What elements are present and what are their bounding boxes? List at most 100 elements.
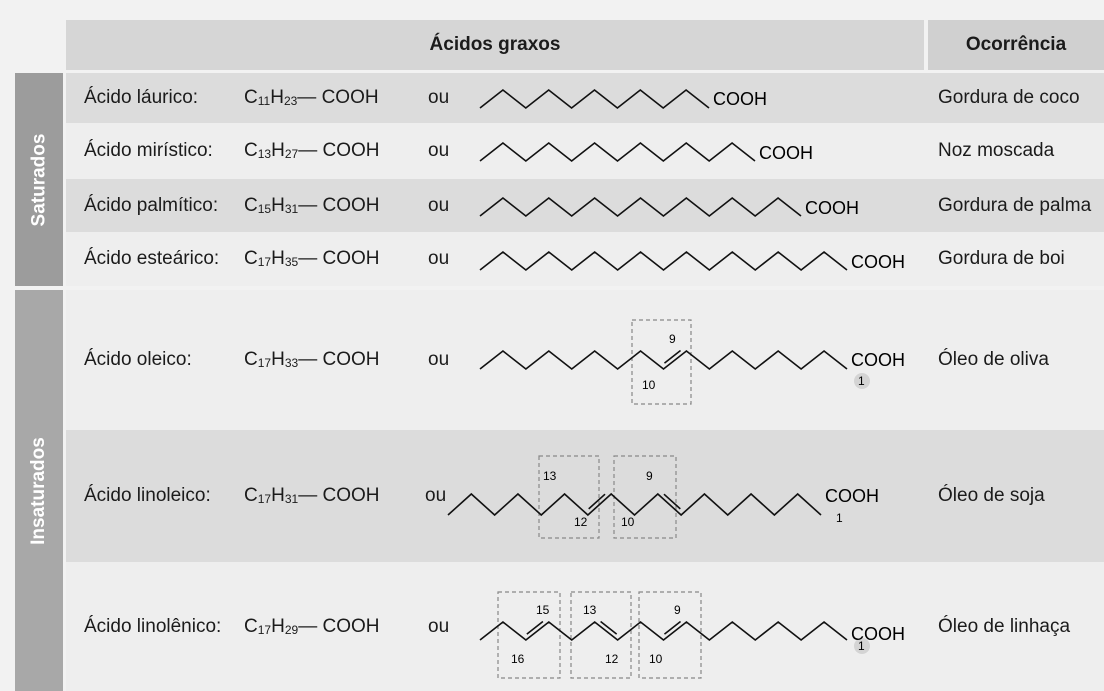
connector-or: ou — [428, 194, 450, 216]
skeletal-structure: COOH — [479, 141, 813, 163]
group-unsaturated: Insaturados — [15, 290, 63, 691]
formula-tail: — COOH — [298, 485, 380, 506]
formula-tail: — COOH — [298, 248, 380, 269]
formula-tail: — COOH — [298, 194, 380, 216]
carbon-number-10: 10 — [642, 378, 656, 392]
carbon-chain — [479, 196, 802, 218]
double-bond-line — [663, 349, 682, 364]
group-saturated: Saturados — [15, 73, 63, 286]
formula-h-count: 23 — [283, 94, 298, 108]
double-bond-lines — [663, 349, 682, 364]
carbon-number-10: 10 — [621, 515, 635, 529]
carbon-chain — [447, 492, 822, 517]
formula-c-count: 17 — [257, 356, 272, 370]
header-occurrence: Ocorrência — [928, 20, 1104, 70]
double-bond-line — [588, 493, 606, 510]
acid-name: Ácido linoleico: — [84, 485, 211, 506]
carbon-number-15: 15 — [536, 603, 550, 617]
connector-or: ou — [428, 140, 450, 161]
double-bond-line — [663, 620, 682, 635]
carbon-number-1: 1 — [858, 639, 865, 653]
acid-name: Ácido linolênico: — [84, 615, 222, 637]
skeletal-structure: 13 12 9 10 1 COOH — [447, 455, 879, 539]
formula-tail: — COOH — [298, 615, 380, 637]
formula-c-count: 17 — [257, 492, 272, 506]
carbon-chain — [479, 250, 848, 272]
carbon-chain — [479, 349, 848, 371]
formula-h-count: 31 — [284, 492, 299, 506]
carbon-number-1: 1 — [858, 374, 865, 388]
formula-tail: — COOH — [298, 140, 380, 161]
double-bond-box — [497, 591, 561, 679]
cooh-label: COOH — [825, 486, 879, 506]
carbon-number-12: 12 — [605, 652, 619, 666]
skeletal-structure: 9 10 1 COOH — [479, 319, 905, 405]
connector-or: ou — [428, 349, 450, 370]
skeletal-structure: 15 16 13 12 9 10 1 COOH — [479, 591, 905, 679]
formula-h-count: 27 — [284, 147, 299, 161]
skeletal-structure: COOH — [479, 88, 767, 110]
occurrence: Óleo de soja — [938, 485, 1045, 506]
header-fatty-acids-label: Ácidos graxos — [429, 34, 561, 55]
skeletal-structure: COOH — [479, 250, 905, 272]
double-bond-line — [663, 493, 681, 510]
double-bond-box — [631, 319, 692, 405]
double-bond-box — [570, 591, 632, 679]
formula-c-count: 11 — [257, 94, 271, 108]
connector-or: ou — [425, 485, 447, 506]
cooh-label: COOH — [805, 198, 859, 218]
occurrence: Gordura de boi — [938, 248, 1065, 269]
carbon-chain — [479, 620, 848, 642]
header-fatty-acids: Ácidos graxos — [66, 20, 924, 70]
carbon-number-1: 1 — [836, 511, 843, 525]
formula-c-count: 13 — [257, 147, 272, 161]
formula-tail: — COOH — [298, 349, 380, 370]
carbon-number-12: 12 — [574, 515, 588, 529]
carbon-chain — [479, 88, 710, 110]
carbon-number-9: 9 — [669, 332, 676, 346]
double-bond-lines — [588, 493, 681, 510]
occurrence: Óleo de linhaça — [938, 615, 1071, 637]
carbon-number-16: 16 — [511, 652, 525, 666]
header-occurrence-label: Ocorrência — [965, 34, 1067, 55]
formula-c-count: 15 — [257, 201, 272, 216]
double-bond-lines — [526, 620, 682, 635]
carbon-number-10: 10 — [649, 652, 663, 666]
double-bond-line — [600, 620, 618, 635]
cooh-label: COOH — [759, 143, 813, 163]
acid-name: Ácido láurico: — [84, 87, 199, 108]
occurrence: Noz moscada — [938, 140, 1055, 161]
formula-c-count: 17 — [257, 622, 272, 637]
carbon-1-marker — [854, 638, 870, 654]
group-unsaturated-label: Insaturados — [28, 436, 50, 545]
formula-c-count: 17 — [257, 255, 272, 269]
carbon-number-13: 13 — [583, 603, 597, 617]
skeletal-structure: COOH — [479, 196, 859, 218]
occurrence: Gordura de coco — [938, 87, 1080, 108]
cooh-label: COOH — [713, 89, 767, 109]
acid-name: Ácido oleico: — [84, 349, 192, 370]
formula-tail: — COOH — [297, 87, 379, 108]
carbon-1-marker — [854, 373, 870, 389]
carbon-chain — [479, 141, 756, 163]
double-bond-box — [638, 591, 702, 679]
connector-or: ou — [428, 248, 450, 269]
cooh-label: COOH — [851, 350, 905, 370]
connector-or: ou — [428, 87, 450, 108]
occurrence: Óleo de oliva — [938, 349, 1049, 370]
carbon-number-9: 9 — [646, 469, 653, 483]
carbon-number-9: 9 — [674, 603, 681, 617]
